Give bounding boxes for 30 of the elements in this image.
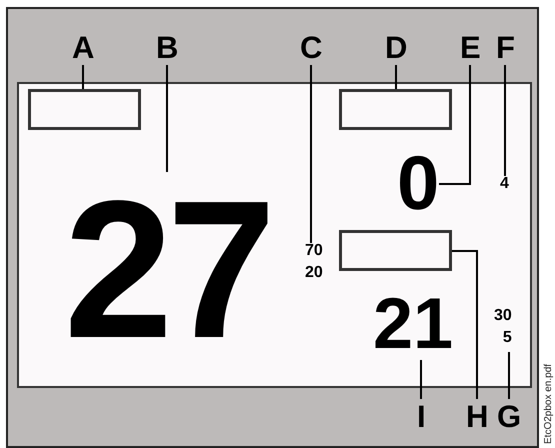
leader-line	[166, 65, 168, 172]
callout-letter: G	[497, 401, 522, 432]
reading-value: 0	[397, 146, 440, 222]
leader-line	[508, 352, 510, 399]
callout-letter: B	[156, 32, 178, 63]
leader-line	[310, 65, 312, 243]
callout-letter: A	[72, 32, 94, 63]
callout-letter: F	[496, 32, 515, 63]
callout-letter: C	[300, 32, 322, 63]
reading-value: 27	[64, 172, 270, 368]
leader-line	[439, 65, 471, 185]
empty-box	[339, 230, 452, 271]
scale-value: 70	[305, 243, 323, 261]
scale-value: 4	[500, 176, 509, 192]
file-name: EtcO2pbox en.pdf	[544, 364, 554, 444]
empty-box	[28, 89, 141, 130]
callout-letter: E	[460, 32, 481, 63]
scale-value: 20	[305, 265, 323, 283]
callout-letter: D	[385, 32, 408, 63]
empty-box	[339, 89, 452, 130]
scale-value: 5	[502, 330, 512, 348]
reading-value: 21	[373, 288, 454, 360]
leader-line	[452, 250, 478, 399]
callout-letter: H	[466, 401, 488, 432]
callout-letter: I	[417, 401, 426, 432]
leader-line	[420, 360, 422, 399]
scale-value: 30	[494, 308, 512, 326]
leader-line	[504, 65, 506, 176]
leader-line	[395, 65, 397, 89]
leader-line	[82, 65, 84, 89]
